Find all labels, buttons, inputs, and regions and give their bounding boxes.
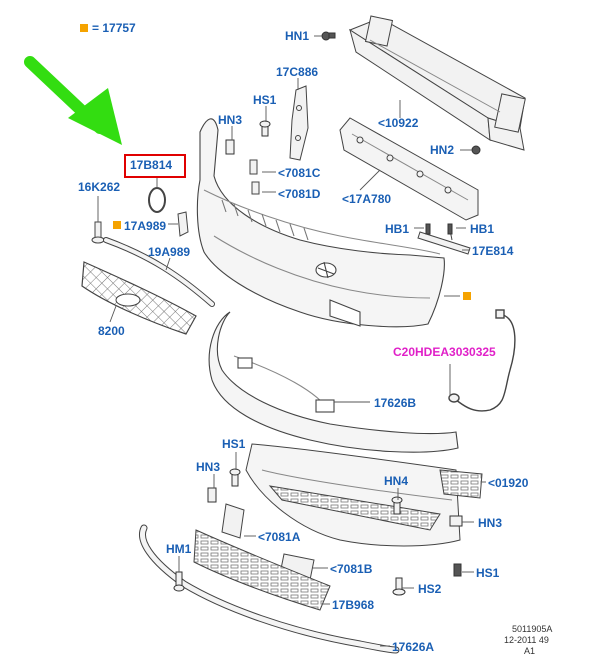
label-8200: 8200 (98, 324, 125, 338)
fastener-hn3-mid (207, 487, 217, 503)
marker-square-icon (463, 292, 471, 300)
label-wiring: C20HDEA3030325 (393, 345, 496, 359)
lower-bumper (208, 311, 459, 453)
leader-lines (97, 35, 486, 647)
fastener-hn2 (471, 145, 481, 155)
label-hs2: HS2 (418, 582, 442, 596)
undertray (245, 443, 461, 547)
label-19a989: 19A989 (148, 245, 191, 259)
fastener-hs2 (392, 577, 406, 596)
clip-7081c (249, 159, 258, 175)
fastener-hm1 (173, 571, 185, 592)
label-17a780: <17A780 (342, 192, 392, 206)
fastener-hn4 (391, 496, 403, 515)
label-17b968: 17B968 (332, 598, 375, 612)
label-7081d: <7081D (278, 187, 321, 201)
bumper-cover (196, 118, 445, 328)
legend-square-icon (80, 24, 88, 32)
fastener-hs1-right (453, 563, 462, 577)
green-arrow-icon (24, 56, 122, 145)
marker-square-icon (113, 221, 121, 229)
bracket-17c886 (289, 85, 309, 161)
label-17626a: 17626A (392, 640, 435, 654)
energy-absorber (339, 117, 479, 221)
wiring-harness (448, 309, 516, 412)
label-7081c: <7081C (278, 166, 321, 180)
label-hb1-right: HB1 (470, 222, 495, 236)
label-hn3-right: HN3 (478, 516, 503, 530)
fastener-hs1-mid (229, 468, 241, 487)
clip-7081d (251, 181, 260, 195)
label-10922: <10922 (378, 116, 419, 130)
spoiler-17626a (139, 524, 400, 654)
grille-8200 (81, 261, 197, 335)
label-17b814: 17B814 (130, 158, 173, 172)
label-7081b: <7081B (330, 562, 373, 576)
bumper-reinforcement (348, 15, 526, 151)
label-hm1: HM1 (166, 542, 192, 556)
label-17626b: 17626B (374, 396, 417, 410)
label-hn3-top: HN3 (218, 113, 243, 127)
fastener-hb1-left (425, 223, 431, 235)
label-hs1-mid: HS1 (222, 437, 246, 451)
label-7081a: <7081A (258, 530, 301, 544)
label-hn2: HN2 (430, 143, 455, 157)
label-hs1-top: HS1 (253, 93, 277, 107)
footer-rev: A1 (524, 646, 536, 656)
highlight-box (124, 154, 186, 178)
label-hn1: HN1 (285, 29, 310, 43)
fastener-hn1 (321, 31, 336, 41)
fastener-hn3-right (449, 515, 463, 527)
fastener-hn3-top (225, 139, 235, 155)
label-01920: <01920 (488, 476, 529, 490)
ring-17b814 (148, 187, 166, 213)
fastener-hs1-top (259, 120, 271, 137)
bracket-01920 (439, 469, 483, 499)
clip-7081a (221, 503, 245, 539)
push-pin-16k262 (91, 221, 105, 244)
label-hn3-mid: HN3 (196, 460, 221, 474)
label-17a989: 17A989 (124, 219, 167, 233)
lower-grille-17b968 (193, 529, 331, 611)
label-17e814: 17E814 (472, 244, 514, 258)
label-hn4: HN4 (384, 474, 409, 488)
fastener-hb1-right (447, 223, 453, 235)
footer-code: 5011905A (512, 624, 553, 634)
label-16k262: 16K262 (78, 180, 121, 194)
label-17c886: 17C886 (276, 65, 319, 79)
legend-text: = 17757 (92, 21, 136, 35)
footer-date: 12-2011 49 (504, 635, 549, 645)
label-hs1-right: HS1 (476, 566, 500, 580)
label-hb1-left: HB1 (385, 222, 410, 236)
bracket-17a989 (177, 211, 189, 237)
